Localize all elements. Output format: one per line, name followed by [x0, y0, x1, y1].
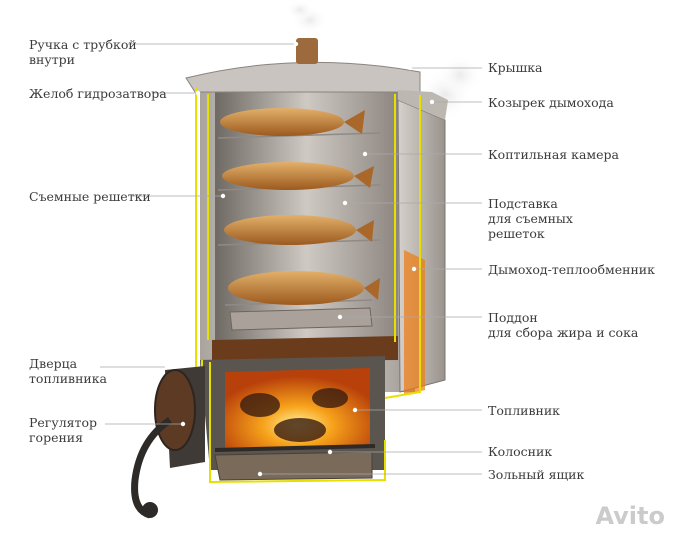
chimney-visor — [398, 90, 448, 120]
leader-dots — [164, 41, 435, 477]
label-grates: Съемные решетки — [29, 189, 151, 204]
label-firebox-line-1: Топливник — [488, 403, 560, 418]
drip-tray — [229, 307, 373, 331]
leader-lines — [100, 43, 482, 475]
label-lid-line-1: Крышка — [488, 60, 543, 75]
label-regulator-line-1: Регулятор — [29, 415, 97, 430]
label-firebox: Топливник — [488, 403, 560, 418]
avito-watermark: Avito — [595, 502, 665, 530]
lid — [185, 61, 421, 93]
chips — [212, 336, 398, 362]
label-chamber: Коптильная камера — [488, 147, 619, 162]
label-stand-line-1: Подставка — [488, 196, 558, 211]
label-door-line-2: топливника — [29, 371, 108, 386]
label-door: Дверца топливника — [29, 356, 107, 386]
label-stand: Подставка для съемных решеток — [488, 196, 573, 241]
label-chimney: Дымоход-теплообменник — [488, 262, 655, 277]
label-stand-line-2: для съемных — [488, 211, 573, 226]
label-chamber-line-1: Коптильная камера — [488, 147, 620, 162]
label-tray-line-1: Поддон — [488, 310, 538, 325]
label-tray-line-2: для сбора жира и сока — [488, 325, 639, 340]
label-handle: Ручка с трубкой внутри — [29, 37, 137, 67]
label-groove: Желоб гидрозатвора — [29, 86, 167, 101]
grate-bars — [214, 444, 376, 452]
label-ashbox: Зольный ящик — [488, 467, 584, 482]
lid-handle — [296, 38, 318, 64]
regulator-knob — [142, 502, 158, 518]
label-handle-line-2: внутри — [29, 52, 75, 67]
label-ashbox-line-1: Зольный ящик — [488, 467, 585, 482]
label-grate-line-1: Колосник — [488, 444, 553, 459]
label-visor: Козырек дымохода — [488, 95, 614, 110]
logs — [240, 388, 348, 442]
fish — [220, 108, 380, 305]
label-lid: Крышка — [488, 60, 543, 75]
label-handle-line-1: Ручка с трубкой — [29, 37, 137, 52]
label-groove-line-1: Желоб гидрозатвора — [29, 86, 167, 101]
label-chimney-line-1: Дымоход-теплообменник — [488, 262, 655, 277]
label-tray: Поддон для сбора жира и сока — [488, 310, 638, 340]
firebox-door — [154, 366, 205, 468]
label-visor-line-1: Козырек дымохода — [488, 95, 614, 110]
label-regulator-line-2: горения — [29, 430, 84, 445]
label-grate: Колосник — [488, 444, 552, 459]
label-door-line-1: Дверца — [29, 356, 78, 371]
label-grates-line-1: Съемные решетки — [29, 189, 151, 204]
combustion-regulator-handle — [131, 417, 173, 519]
label-stand-line-3: решеток — [488, 226, 545, 241]
label-regulator: Регулятор горения — [29, 415, 97, 445]
ash-box — [214, 451, 373, 481]
chimney-fire-glow — [404, 250, 425, 395]
